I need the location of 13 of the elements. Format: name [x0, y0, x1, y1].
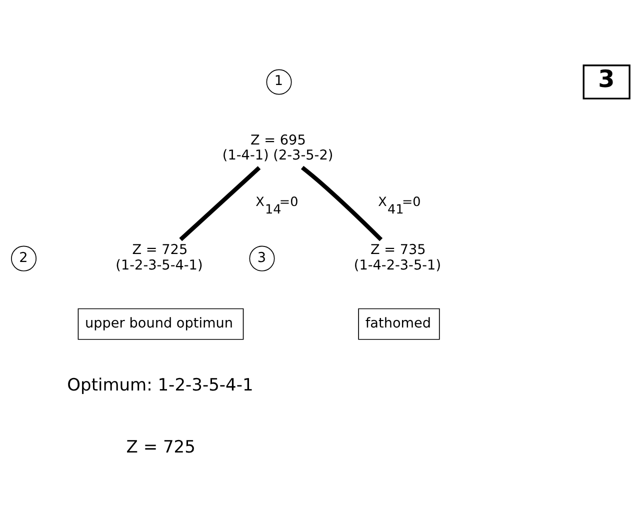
node-text: Z = 725 (1-2-3-5-4-1) — [116, 242, 203, 274]
node-box: upper bound optimun — [78, 308, 244, 340]
label: 3 — [598, 65, 615, 94]
connector — [300, 166, 383, 242]
connector — [179, 166, 261, 242]
label: Z = 725 — [126, 438, 196, 458]
node-text: Z = 695 (1-4-1) (2-3-5-2) — [222, 132, 334, 164]
node-box: fathomed — [358, 308, 440, 340]
node-text: Z = 735 (1-4-2-3-5-1) — [354, 242, 442, 274]
node-circle: 1 — [266, 69, 292, 95]
node-circle: 3 — [249, 246, 275, 272]
label: Optimum: 1-2-3-5-4-1 — [67, 375, 254, 396]
node-circle: 2 — [11, 246, 37, 272]
